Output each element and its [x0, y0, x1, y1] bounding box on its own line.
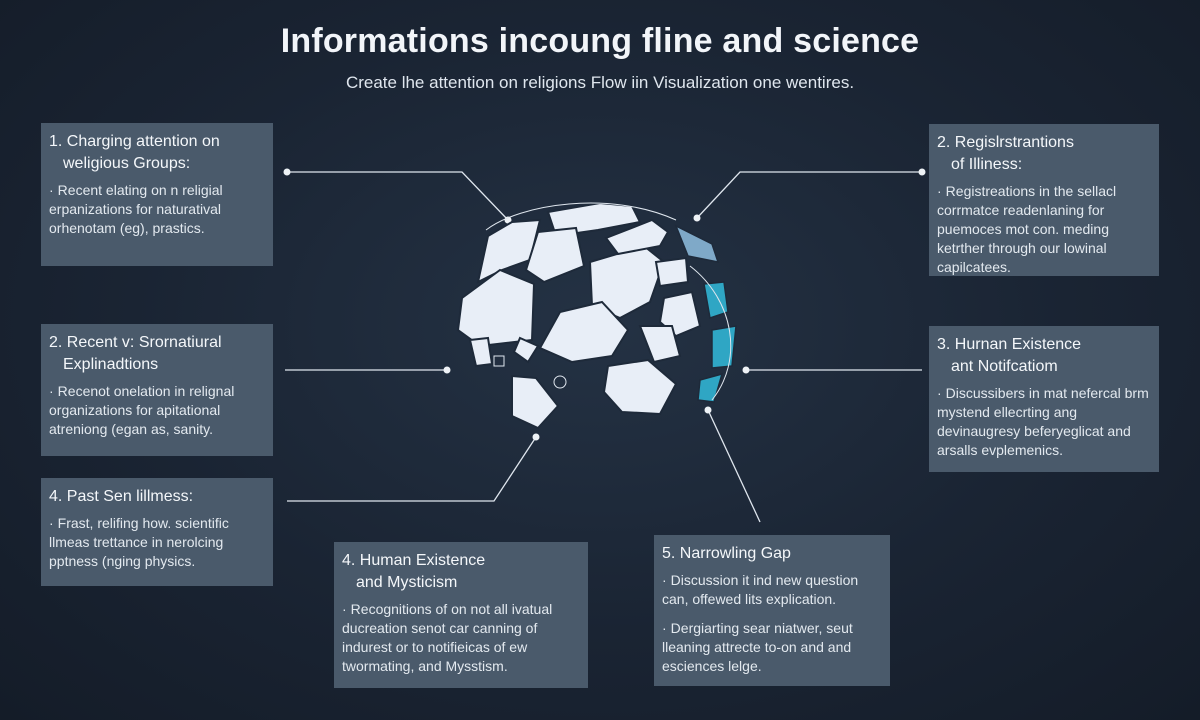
globe-wireframe: [485, 202, 732, 401]
page-title: Informations incoung fline and science: [280, 22, 920, 60]
connector-box1: [287, 171, 509, 221]
info-box-5-text-1: ·Discussion it ind new question can, off…: [662, 572, 859, 607]
info-box-6-title: 2. Regislrstrantions of Illiness:: [937, 134, 1074, 173]
info-box-1: 1. Charging attention on weligious Group…: [41, 123, 273, 266]
connector-box3: [287, 436, 537, 502]
info-box-7-title: 3. Hurnan Existence ant Notifcatiom: [937, 336, 1082, 375]
info-box-3-text: ·Frast, relifing how. scientific llmeas …: [49, 515, 229, 569]
info-box-1-text: ·Recent elating on n religial erpanizati…: [49, 182, 223, 236]
info-box-6-text: ·Registreations in the sellacl corrmatce…: [937, 183, 1117, 275]
info-box-1-title: 1. Charging attention on weligious Group…: [49, 133, 220, 172]
connector-lines: [285, 171, 922, 523]
info-box-5: 5. Narrowling Gap ·Discussion it ind new…: [654, 535, 890, 686]
info-box-2-title: 2. Recent v: Srornatiural Explinadtions: [49, 334, 222, 373]
info-box-7-text: ·Discussibers in mat nefercal brm mysten…: [937, 385, 1149, 458]
info-box-7: 3. Hurnan Existence ant Notifcatiom ·Dis…: [929, 326, 1159, 472]
page-subtitle: Create lhe attention on religions Flow i…: [345, 73, 855, 92]
connector-box5: [707, 409, 761, 523]
info-box-4-title: 4. Human Existence and Mysticism: [342, 552, 486, 591]
info-box-5-title: 5. Narrowling Gap: [662, 545, 791, 562]
info-box-2-text: ·Recenot onelation in relignal organizat…: [49, 383, 235, 437]
info-box-4: 4. Human Existence and Mysticism ·Recogn…: [334, 542, 588, 688]
info-box-3-title: 4. Past Sen lillmess:: [49, 488, 194, 505]
info-box-2: 2. Recent v: Srornatiural Explinadtions …: [41, 324, 273, 456]
info-box-6: 2. Regislrstrantions of Illiness: ·Regis…: [929, 124, 1159, 276]
info-box-4-text: ·Recognitions of on not all ivatual ducr…: [342, 601, 553, 674]
info-box-3: 4. Past Sen lillmess: ·Frast, relifing h…: [41, 478, 273, 586]
info-box-5-text-2: ·Dergiarting sear niatwer, seut lleaning…: [662, 620, 853, 674]
globe-icon: [456, 201, 702, 430]
connector-box6: [696, 171, 922, 219]
